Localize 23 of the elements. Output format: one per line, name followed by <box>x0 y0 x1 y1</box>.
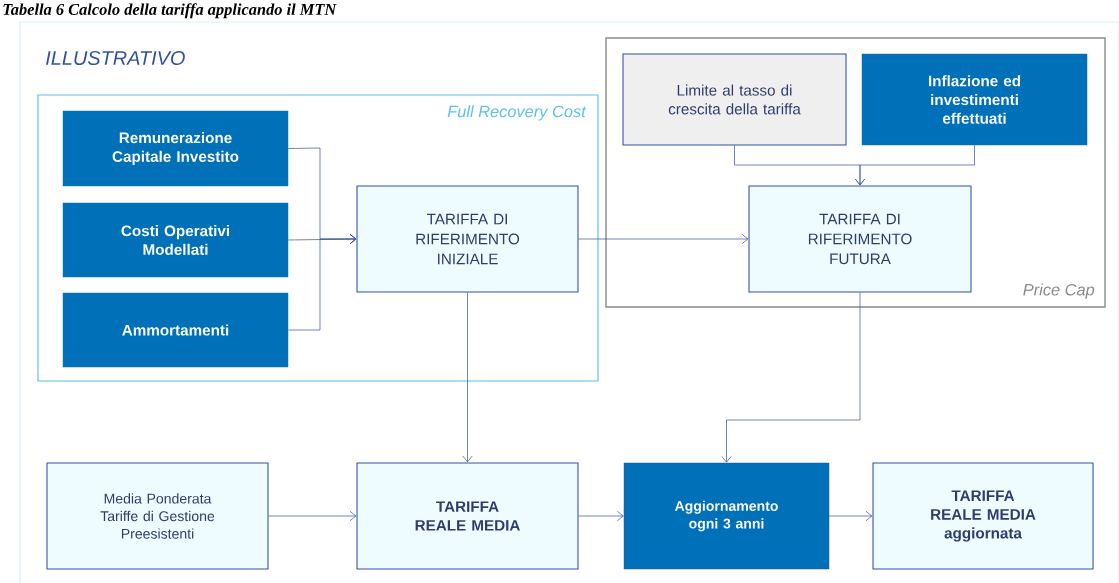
arrow <box>828 510 873 522</box>
process-box: Aggiornamento ogni 3 anni <box>623 462 830 570</box>
process-box: TARIFFA DI RIFERIMENTO FUTURA <box>748 185 972 293</box>
table-caption: Tabella 6 Calcolo della tariffa applicando il MTN <box>3 3 337 19</box>
process-box: TARIFFA REALE MEDIA aggiornata <box>872 462 1094 570</box>
group-heading: Full Recovery Cost <box>447 105 587 121</box>
text-box: Inflazione ed investimenti effettuati <box>861 53 1088 146</box>
process-box: TARIFFA DI RIFERIMENTO INIZIALE <box>356 185 579 293</box>
arrow <box>578 510 624 522</box>
text-box: Costi Operativi Modellati <box>62 202 289 278</box>
arrow <box>287 233 357 331</box>
text-box: Media Ponderata Tariffe di Gestione Preesistenti <box>46 462 269 570</box>
arrow <box>721 292 861 463</box>
text-box: Limite al tasso di crescita della tariffa <box>622 53 847 146</box>
arrow <box>578 233 749 245</box>
text-box: Remunerazione Capitale Investito <box>62 110 289 187</box>
group-heading: Price Cap <box>1023 283 1095 299</box>
process-box: TARIFFA REALE MEDIA <box>356 462 579 570</box>
arrow <box>462 292 473 463</box>
arrow <box>268 510 357 522</box>
arrow <box>854 144 975 186</box>
text-box: Ammortamenti <box>62 292 289 368</box>
heading: ILLUSTRATIVO <box>46 50 185 66</box>
